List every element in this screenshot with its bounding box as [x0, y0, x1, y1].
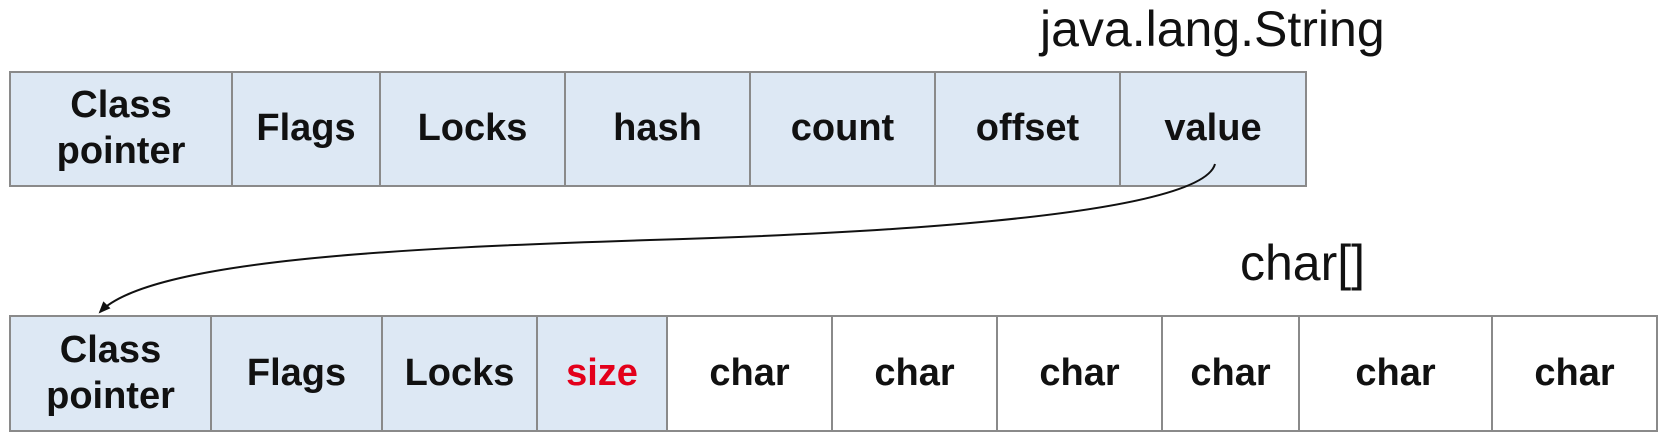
char-array-field-char: char	[1493, 317, 1656, 430]
string-field-value: value	[1121, 73, 1305, 185]
string-field-locks: Locks	[381, 73, 566, 185]
char-array-field-char: char	[1300, 317, 1493, 430]
string-field-flags: Flags	[233, 73, 381, 185]
char-array-field-char: char	[998, 317, 1163, 430]
char-array-field-flags: Flags	[212, 317, 383, 430]
char-array-title: char[]	[1240, 235, 1366, 291]
char-array-field-char: char	[833, 317, 998, 430]
char-array-field-locks: Locks	[383, 317, 538, 430]
string-field-offset: offset	[936, 73, 1121, 185]
char-array-field-char: char	[668, 317, 833, 430]
char-array-field-char: char	[1163, 317, 1300, 430]
string-object-title: java.lang.String	[1040, 1, 1385, 57]
string-field-count: count	[751, 73, 936, 185]
char-array-field-size: size	[538, 317, 668, 430]
string-field-hash: hash	[566, 73, 751, 185]
